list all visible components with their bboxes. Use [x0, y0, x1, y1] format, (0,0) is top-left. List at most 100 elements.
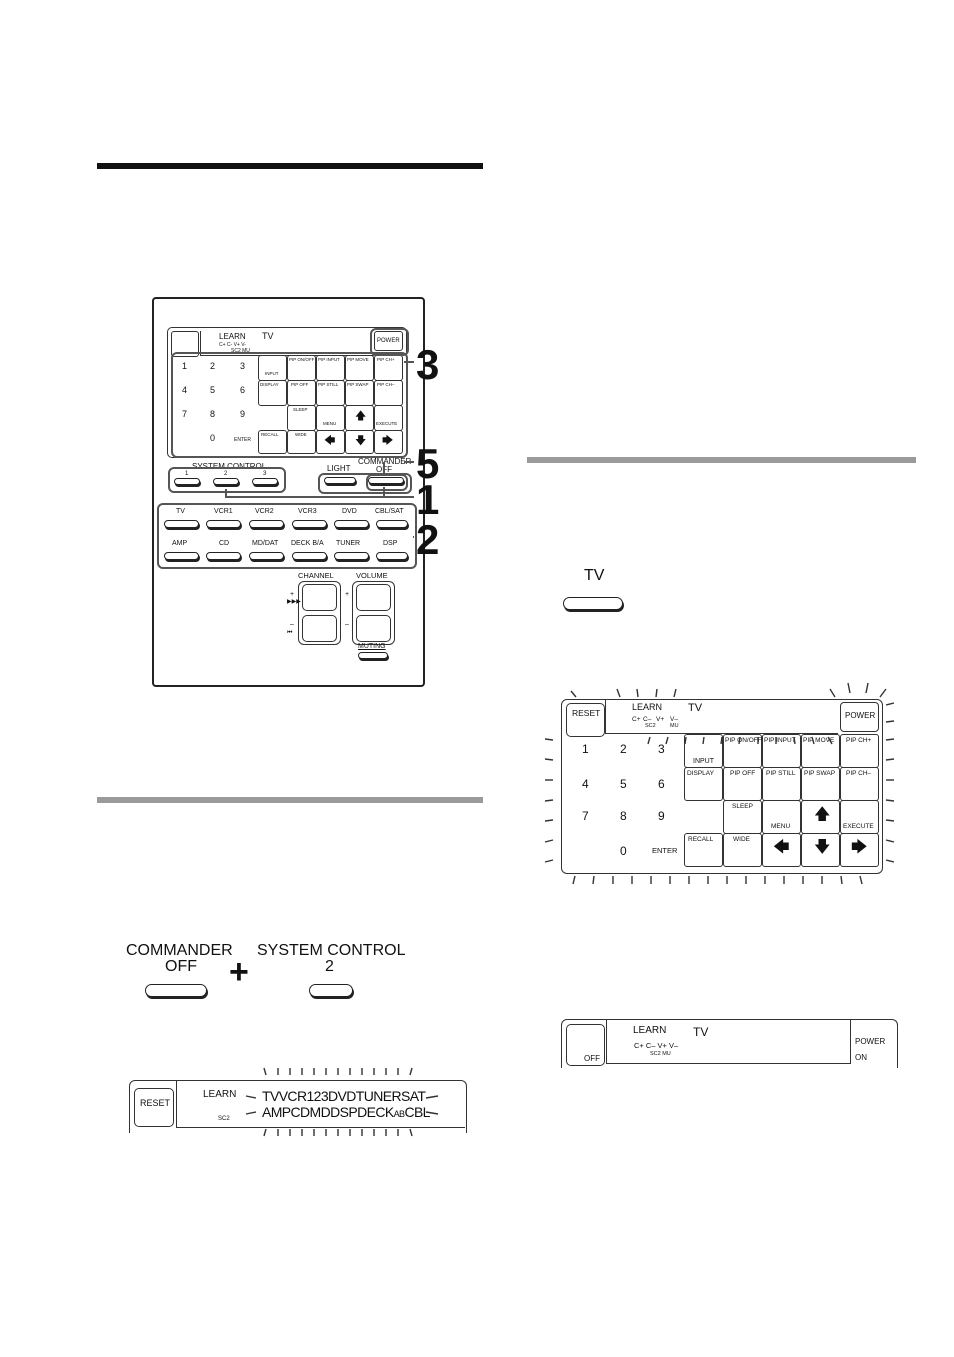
commander-off-button[interactable]	[145, 984, 207, 997]
key-2[interactable]: 2	[620, 742, 627, 756]
system-control-3-button[interactable]	[252, 478, 278, 485]
channel-down-button[interactable]	[302, 615, 337, 642]
muting-label: MUTING	[358, 643, 386, 650]
key-6[interactable]: 6	[658, 777, 665, 791]
skip-forward-icon: ▶▶▶	[287, 599, 301, 605]
key-8[interactable]: 8	[620, 809, 627, 823]
volume-rocker	[352, 581, 395, 645]
component-list-line1: TVVCR123DVDTUNERSAT	[262, 1088, 426, 1104]
muting-button[interactable]	[358, 652, 388, 659]
key-1[interactable]: 1	[582, 742, 589, 756]
key-0[interactable]: 0	[620, 844, 627, 858]
vcr1-button[interactable]	[206, 520, 241, 528]
pip-off-key[interactable]: PIP OFF	[287, 380, 316, 406]
key-8[interactable]: 8	[210, 409, 216, 419]
key-1[interactable]: 1	[182, 361, 188, 371]
pip-off-key[interactable]: PIP OFF	[723, 767, 762, 801]
down-key[interactable]: 🡇	[801, 833, 840, 867]
deck-ba-button[interactable]	[292, 552, 327, 560]
off-key[interactable]: OFF	[566, 1024, 605, 1066]
key-5[interactable]: 5	[620, 777, 627, 791]
key-2[interactable]: 2	[210, 361, 216, 371]
input-key[interactable]: INPUT	[684, 734, 723, 768]
left-key[interactable]: 🡄	[762, 833, 801, 867]
key-0[interactable]: 0	[210, 433, 216, 443]
key-4[interactable]: 4	[182, 385, 188, 395]
light-label: LIGHT	[327, 464, 351, 473]
tuner-button[interactable]	[334, 552, 369, 560]
display-key[interactable]: DISPLAY	[258, 380, 287, 406]
learn-label: LEARN	[219, 332, 246, 341]
left-key[interactable]: 🡄	[316, 430, 345, 454]
power-label: POWER	[855, 1037, 886, 1046]
tv-button-label: TV	[584, 567, 605, 584]
left-arrow-icon: 🡄	[773, 839, 790, 856]
pip-move-key[interactable]: PIP MOVE	[345, 355, 374, 381]
commander-off-button[interactable]	[368, 477, 404, 484]
reset-key[interactable]: RESET	[566, 703, 605, 737]
power-key[interactable]: POWER	[840, 702, 879, 732]
system-control-1-button[interactable]	[174, 478, 200, 485]
key-enter[interactable]: ENTER	[652, 846, 678, 855]
indicator-labels-2: SC2 MU	[231, 348, 250, 354]
sc2-label: SC2	[218, 1116, 230, 1122]
key-enter[interactable]: ENTER	[234, 437, 251, 443]
recall-key[interactable]: RECALL	[684, 833, 723, 867]
cbl-sat-button[interactable]	[376, 520, 408, 528]
learn-label: LEARN	[203, 1089, 237, 1100]
display-key[interactable]: DISPLAY	[684, 767, 723, 801]
input-key[interactable]: INPUT	[258, 355, 287, 381]
callout-5: 5	[416, 440, 440, 487]
pip-chminus-key[interactable]: PIP CH–	[840, 767, 879, 801]
down-key[interactable]: 🡇	[345, 430, 374, 454]
cd-button[interactable]	[206, 552, 241, 560]
volume-up-button[interactable]	[356, 584, 391, 611]
tv-button[interactable]	[563, 597, 623, 610]
execute-key[interactable]: EXECUTE	[840, 800, 879, 834]
callout-5-frame	[366, 474, 408, 491]
channel-up-button[interactable]	[302, 584, 337, 611]
system-control-label: SYSTEM CONTROL	[257, 942, 406, 959]
key-9[interactable]: 9	[240, 409, 246, 419]
reset-key[interactable]: RESET	[134, 1088, 174, 1127]
dvd-button[interactable]	[334, 520, 369, 528]
pip-move-key[interactable]: PIP MOVE	[801, 734, 840, 768]
system-control-2-button[interactable]	[309, 984, 353, 997]
key-3[interactable]: 3	[240, 361, 246, 371]
recall-key[interactable]: RECALL	[258, 430, 287, 454]
indicator-labels: C+ C- V+ V-	[219, 342, 246, 348]
tv-component-button[interactable]	[164, 520, 199, 528]
wide-key[interactable]: WIDE	[287, 430, 316, 454]
wide-key[interactable]: WIDE	[723, 833, 762, 867]
key-7[interactable]: 7	[582, 809, 589, 823]
vcr3-button[interactable]	[292, 520, 327, 528]
section-rule-right	[527, 457, 916, 463]
md-dat-button[interactable]	[249, 552, 284, 560]
execute-key[interactable]: EXECUTE	[374, 405, 403, 431]
pip-onoff-key[interactable]: PIP ON/OFF	[723, 734, 762, 768]
up-arrow-icon: 🡅	[814, 806, 831, 823]
system-control-2-button[interactable]	[213, 478, 239, 485]
pip-swap-key[interactable]: PIP SWAP	[345, 380, 374, 406]
key-9[interactable]: 9	[658, 809, 665, 823]
sleep-key[interactable]: SLEEP	[723, 800, 762, 834]
key-7[interactable]: 7	[182, 409, 188, 419]
right-arrow-icon: 🡆	[851, 839, 868, 856]
key-3[interactable]: 3	[658, 742, 665, 756]
amp-button[interactable]	[164, 552, 199, 560]
key-4[interactable]: 4	[582, 777, 589, 791]
light-button[interactable]	[324, 477, 356, 484]
dsp-button[interactable]	[376, 552, 408, 560]
commander-label: COMMANDER	[358, 457, 412, 466]
key-5[interactable]: 5	[210, 385, 216, 395]
tv-label: TV	[693, 1025, 709, 1039]
pip-chplus-key[interactable]: PIP CH+	[840, 734, 879, 768]
vcr2-button[interactable]	[249, 520, 284, 528]
right-key[interactable]: 🡆	[840, 833, 879, 867]
volume-down-button[interactable]	[356, 615, 391, 642]
right-key[interactable]: 🡆	[374, 430, 403, 454]
power-key[interactable]: POWER	[374, 331, 403, 351]
component-list-line2: AMPCDMDDSPDECKABCBL	[262, 1104, 430, 1120]
key-6[interactable]: 6	[240, 385, 246, 395]
